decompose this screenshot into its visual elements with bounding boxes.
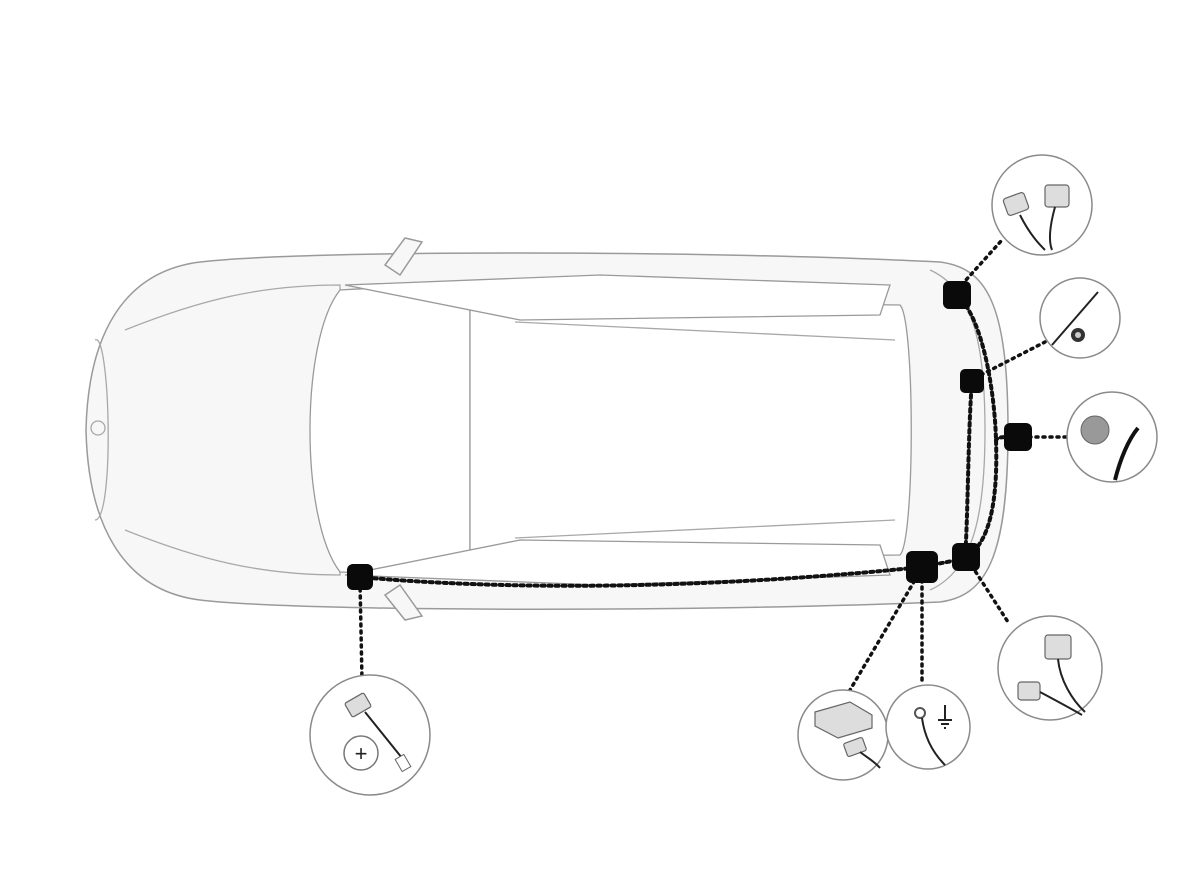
- module-box-icon: [814, 701, 881, 769]
- detail-battery-positive: +: [309, 674, 431, 796]
- plug-connector-pair-icon: [1017, 634, 1086, 716]
- plug-connector-pair-icon: [1002, 184, 1070, 251]
- connector-module: [906, 551, 938, 583]
- battery-plus-terminal-icon: +: [343, 692, 412, 773]
- detail-rear-light-right: [997, 615, 1103, 721]
- connector-rear-left: [943, 281, 971, 309]
- detail-rear-sensor: [1039, 277, 1121, 359]
- connectors: [347, 281, 1032, 590]
- connector-battery: [347, 564, 373, 590]
- detail-ground: [885, 684, 971, 770]
- plus-symbol: +: [355, 741, 368, 766]
- car-body: [85, 237, 1009, 621]
- ground-ring-terminal-icon: [914, 705, 952, 766]
- detail-rear-light-left: [991, 154, 1093, 256]
- wiring-harness: [358, 293, 1020, 588]
- connector-sensor: [960, 369, 984, 393]
- connector-socket: [1004, 423, 1032, 451]
- connector-rear-right: [952, 543, 980, 571]
- cable-with-grommet-icon: [1051, 291, 1099, 346]
- detail-control-module: [797, 689, 889, 781]
- socket-with-cable-icon: [1080, 415, 1140, 481]
- detail-tow-socket: [1066, 391, 1158, 483]
